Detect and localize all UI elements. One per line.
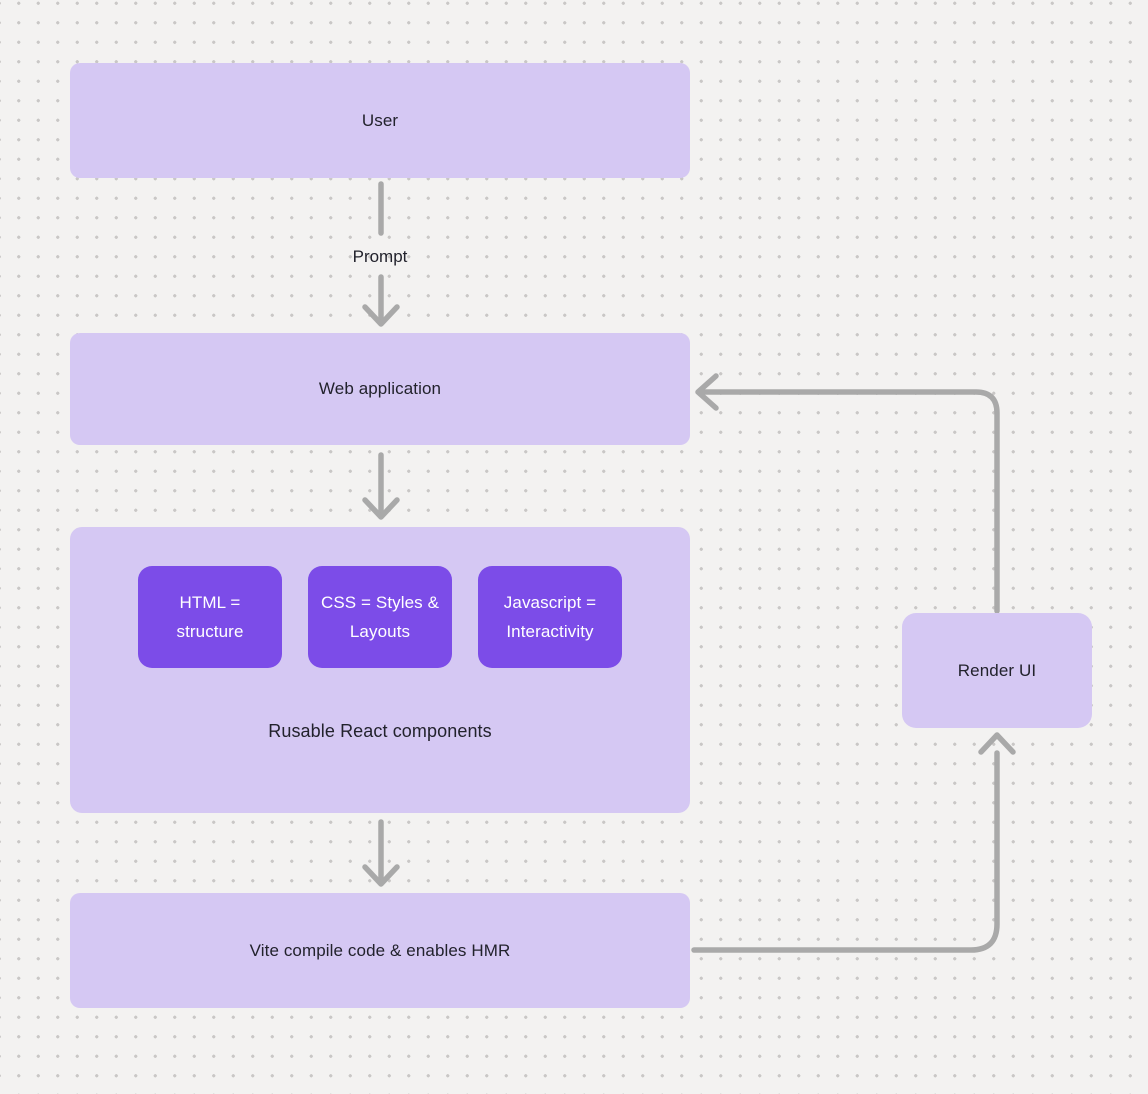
edge-label-prompt-text: Prompt [352,247,408,266]
group-caption: Rusable React components [268,721,492,741]
connector-vite-to-render-ui [691,750,1000,953]
node-render-ui[interactable]: Render UI [902,613,1092,728]
node-web-application[interactable]: Web application [70,333,690,445]
node-render-ui-label: Render UI [957,660,1037,680]
node-user-label: User [361,110,399,130]
arrowhead-down-web-application [362,304,400,327]
chip-css-label: CSS = Styles & Layouts [320,593,440,641]
node-vite[interactable]: Vite compile code & enables HMR [70,893,690,1008]
chip-javascript[interactable]: Javascript = Interactivity [478,566,622,668]
arrowhead-up-render-ui [978,732,1016,755]
chip-css[interactable]: CSS = Styles & Layouts [308,566,452,668]
arrowhead-down-vite [362,864,400,887]
chip-html-label: HTML = structure [176,593,244,641]
edge-label-prompt[interactable]: Prompt [353,247,408,267]
node-vite-label: Vite compile code & enables HMR [249,940,511,960]
arrowhead-down-components [362,497,400,520]
chip-javascript-label: Javascript = Interactivity [503,593,597,641]
connector-render-ui-to-web-application [698,389,1000,614]
chip-html[interactable]: HTML = structure [138,566,282,668]
node-user[interactable]: User [70,63,690,178]
node-web-application-label: Web application [318,379,442,398]
arrowhead-left-web-application [695,373,719,411]
group-react-components[interactable]: HTML = structure CSS = Styles & Layouts … [70,527,690,813]
